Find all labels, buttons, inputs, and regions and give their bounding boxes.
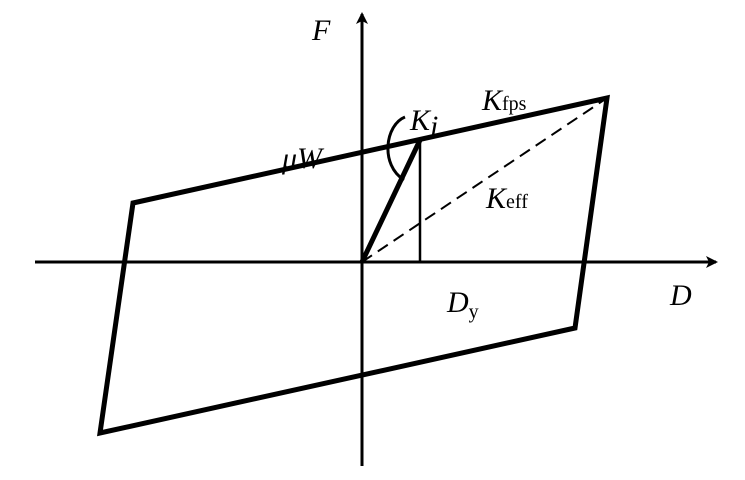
hysteresis-loop (97, 94, 610, 437)
initial-stiffness-line (359, 138, 423, 264)
yield-displacement-label: Dy (446, 286, 479, 323)
friction-force-label: μW (281, 142, 325, 175)
initial-stiffness-label: Ki (409, 104, 438, 143)
force-axis-label: F (311, 14, 331, 47)
stiffness-angle-arc (386, 115, 406, 182)
effective-stiffness-line (361, 97, 608, 263)
post-yield-stiffness-label: Kfps (481, 84, 527, 117)
effective-stiffness-label: Keff (485, 182, 528, 215)
displacement-axis-label: D (669, 279, 692, 312)
